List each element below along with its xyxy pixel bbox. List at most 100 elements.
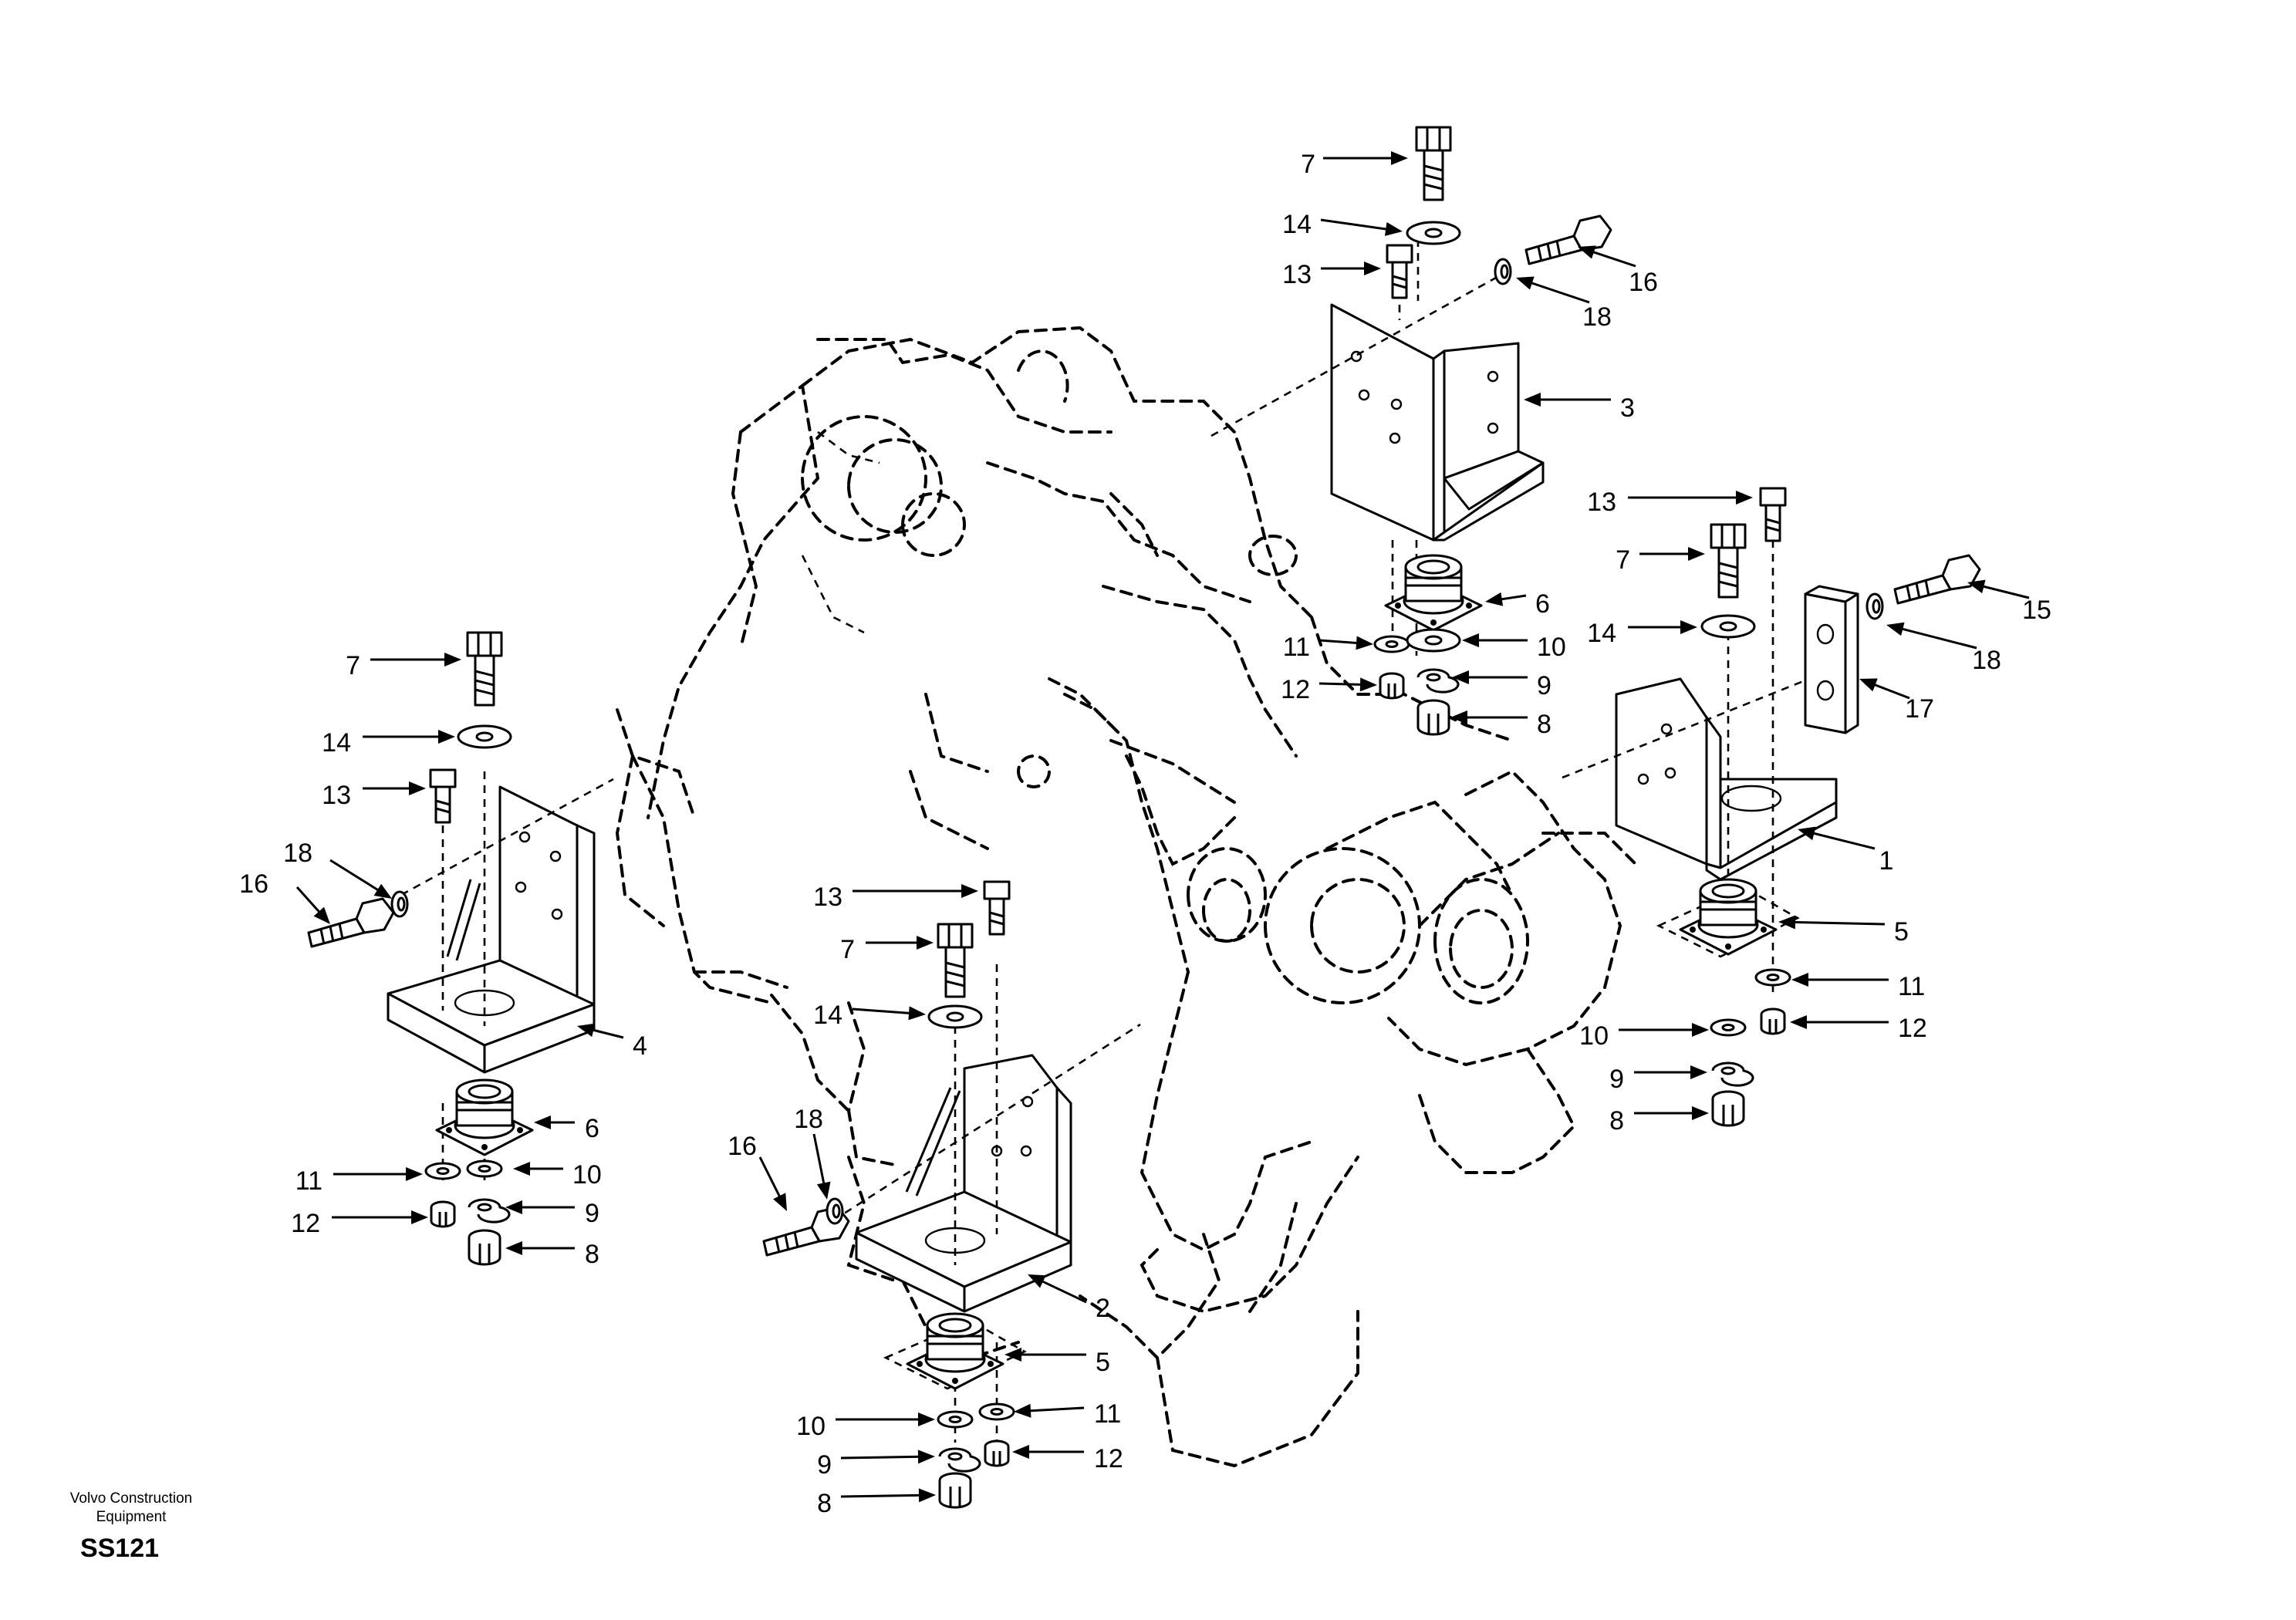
hex-bolt xyxy=(937,923,974,998)
callout-number: 17 xyxy=(1905,694,1934,724)
callout-number: 4 xyxy=(633,1031,647,1061)
drawing-caption: Volvo Construction Equipment SS121 xyxy=(70,1490,192,1563)
callout-arrowhead xyxy=(1859,678,1878,692)
callout-number: 18 xyxy=(794,1105,823,1134)
bracket-2 xyxy=(855,1054,1072,1313)
callout-arrowhead xyxy=(1680,620,1697,634)
nut xyxy=(984,1439,1010,1467)
manufacturer-name-line2: Equipment xyxy=(96,1509,167,1525)
hex-bolt-side xyxy=(307,897,395,948)
callout-arrowhead xyxy=(1886,622,1905,636)
rubber-mount xyxy=(435,1078,534,1156)
callout-number: 14 xyxy=(813,1001,842,1030)
callout-arrowhead xyxy=(1356,636,1373,650)
nut xyxy=(938,1472,972,1509)
callout-c8a: 8 xyxy=(1450,710,1551,739)
callout-c12a: 12 xyxy=(1281,675,1377,704)
callout-leader xyxy=(1872,683,1910,700)
callout-c10d: 10 xyxy=(796,1412,935,1441)
callout-arrowhead xyxy=(1384,222,1403,236)
callout-number: 8 xyxy=(817,1489,832,1518)
callout-number: 15 xyxy=(2022,596,2051,625)
callout-number: 8 xyxy=(585,1240,599,1269)
callout-c17: 17 xyxy=(1859,678,1934,724)
callout-number: 11 xyxy=(1094,1399,1121,1429)
callout-leader xyxy=(1528,281,1590,304)
guide-line xyxy=(1562,676,1814,779)
spring-washer xyxy=(978,1402,1015,1421)
callout-arrowhead xyxy=(1452,670,1469,684)
callout-arrowhead xyxy=(773,1193,787,1211)
bracket-3 xyxy=(1330,303,1545,542)
callout-c9c: 9 xyxy=(505,1199,599,1228)
callout-c18b: 18 xyxy=(1886,622,2001,675)
callout-number: 9 xyxy=(585,1199,599,1228)
callout-arrowhead xyxy=(313,906,330,924)
callout-arrowhead xyxy=(1692,1023,1709,1037)
callout-c12d: 12 xyxy=(1012,1444,1123,1473)
callout-c18a: 18 xyxy=(1516,276,1612,332)
callout-c5a: 5 xyxy=(1778,915,1909,947)
callout-arrowhead xyxy=(406,1167,423,1181)
callout-c7b: 7 xyxy=(1616,545,1705,575)
guide-line xyxy=(1210,272,1504,437)
callout-arrowhead xyxy=(534,1115,551,1129)
callout-arrowhead xyxy=(1391,151,1408,165)
screw xyxy=(1386,244,1413,299)
callout-c16a: 16 xyxy=(1578,245,1658,297)
screw xyxy=(429,768,457,824)
callout-number: 16 xyxy=(1629,268,1658,297)
callout-c7d: 7 xyxy=(840,935,934,964)
nut xyxy=(468,1229,501,1266)
callout-arrowhead xyxy=(505,1200,522,1214)
lock-washer xyxy=(826,1197,844,1225)
callout-arrowhead xyxy=(917,936,934,950)
screw xyxy=(983,880,1011,936)
callout-number: 10 xyxy=(1579,1021,1609,1051)
callout-arrowhead xyxy=(1485,592,1504,606)
callout-number: 14 xyxy=(1282,210,1312,239)
callout-c8d: 8 xyxy=(817,1488,936,1518)
callout-c12c: 12 xyxy=(291,1209,428,1238)
callout-arrowhead xyxy=(1004,1348,1021,1362)
callout-c10c: 10 xyxy=(513,1160,602,1190)
callout-number: 6 xyxy=(585,1114,599,1143)
callout-c4: 4 xyxy=(577,1023,647,1061)
callout-arrowhead xyxy=(1028,1274,1046,1288)
callout-number: 10 xyxy=(1537,633,1566,662)
washer xyxy=(1700,614,1756,639)
callout-arrowhead xyxy=(1450,710,1467,724)
callout-c10b: 10 xyxy=(1579,1021,1709,1051)
callout-arrowhead xyxy=(513,1162,530,1176)
washer xyxy=(457,724,512,749)
washer xyxy=(1406,628,1461,653)
callout-leader xyxy=(1027,1406,1085,1412)
callout-number: 13 xyxy=(1587,488,1616,517)
callout-c11c: 11 xyxy=(295,1166,423,1196)
callout-leader xyxy=(1811,831,1876,850)
callout-arrowhead xyxy=(1791,973,1808,987)
callout-c13d: 13 xyxy=(813,883,978,912)
guide-line xyxy=(832,1023,1141,1222)
callout-arrowhead xyxy=(373,883,392,899)
callout-arrowhead xyxy=(438,730,455,744)
callout-leader xyxy=(1498,594,1527,601)
callout-number: 18 xyxy=(283,839,312,868)
callout-number: 2 xyxy=(1096,1294,1110,1323)
callout-c18d: 18 xyxy=(794,1105,831,1200)
callout-leader xyxy=(812,1133,826,1186)
engine-outline xyxy=(615,326,1637,1468)
callout-arrowhead xyxy=(1524,393,1541,407)
callout-c9d: 9 xyxy=(817,1450,935,1480)
callout-leader xyxy=(852,1007,913,1015)
callout-arrowhead xyxy=(1688,547,1705,561)
callout-number: 14 xyxy=(1587,619,1616,648)
manufacturer-name: Volvo Construction xyxy=(70,1490,192,1507)
callout-number: 14 xyxy=(322,728,351,758)
spring-washer xyxy=(1754,968,1791,987)
callout-number: 12 xyxy=(291,1209,320,1238)
callout-arrowhead xyxy=(411,1210,428,1224)
hex-bolt-side xyxy=(1524,214,1612,265)
callout-number: 8 xyxy=(1609,1106,1624,1136)
